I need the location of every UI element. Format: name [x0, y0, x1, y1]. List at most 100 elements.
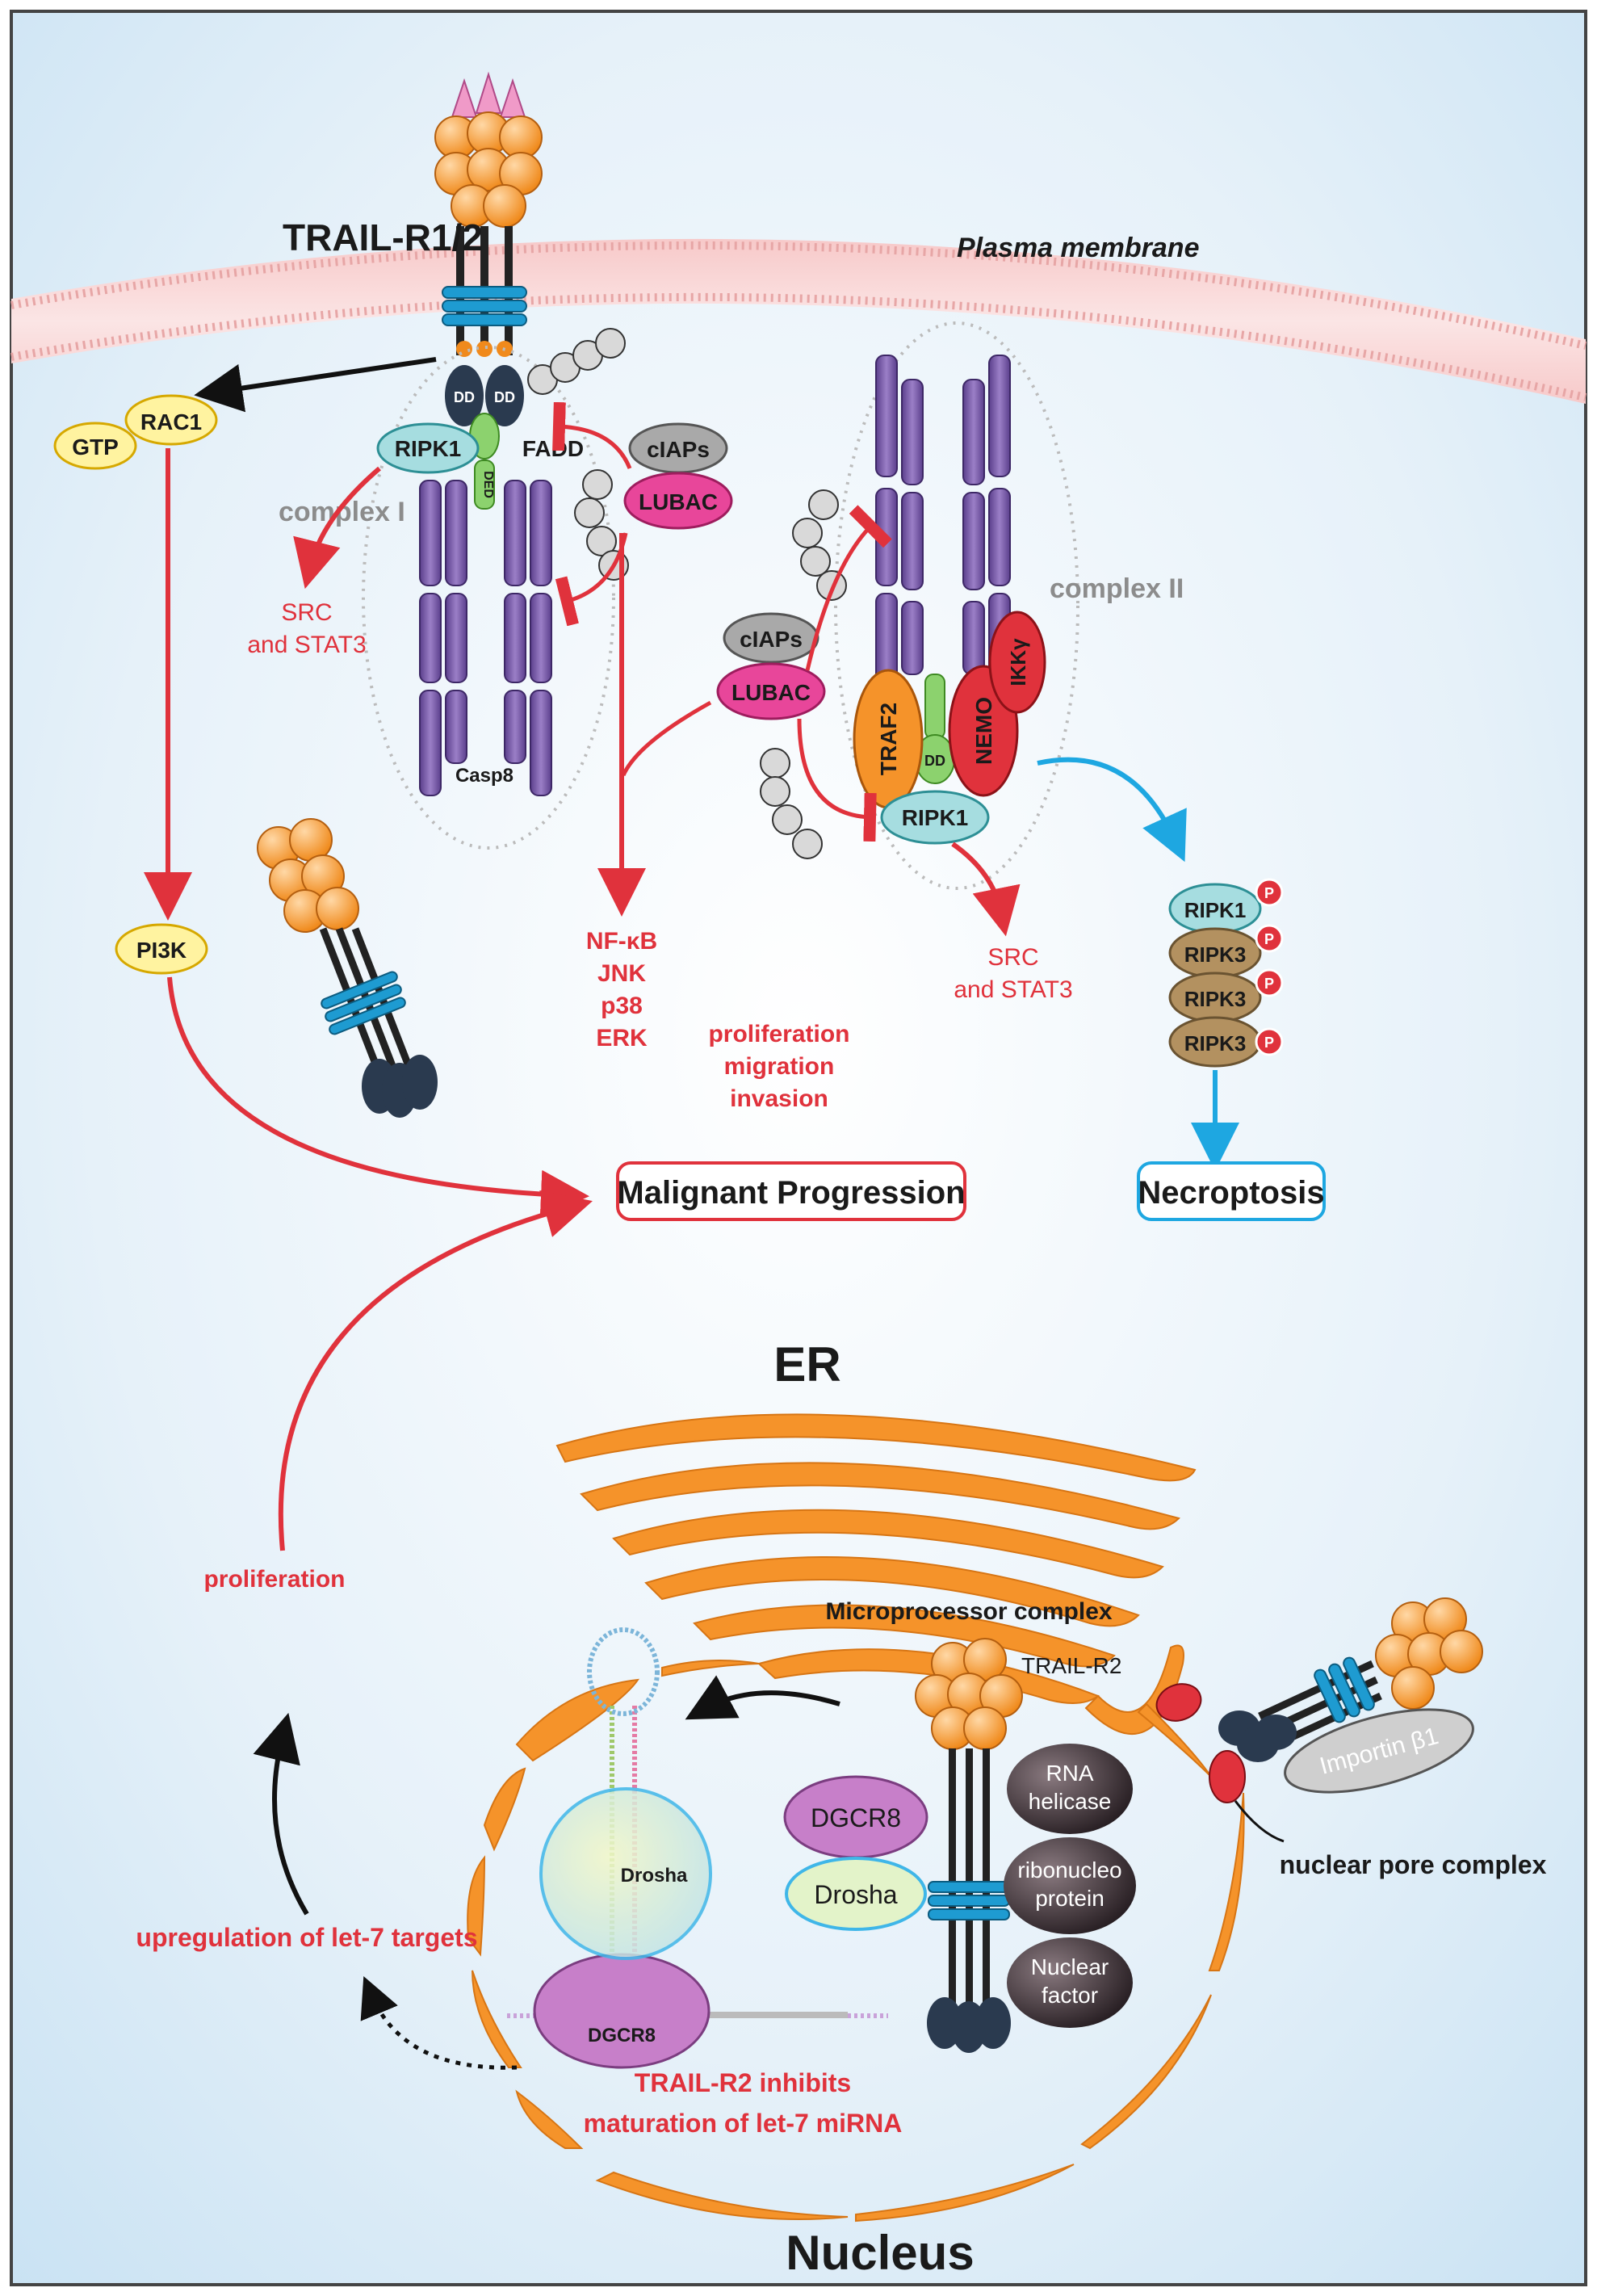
- nfkb-label: NF-κB: [586, 928, 657, 955]
- trail-ligand-top: [434, 71, 543, 228]
- drosha-mp-node: [539, 1787, 712, 1960]
- drosha-label: Drosha: [814, 1880, 897, 1909]
- ikk-node: [988, 611, 1046, 714]
- lubac-complex2: [716, 662, 826, 720]
- er-label: ER: [773, 1337, 840, 1391]
- trail-r2-nuclear: [915, 1638, 1023, 2053]
- p-mark-4: P: [1264, 1035, 1274, 1051]
- src-c2-line1: SRC: [987, 944, 1038, 971]
- trail-r2-label: TRAIL-R2: [1021, 1653, 1121, 1678]
- complex2-label: complex II: [1050, 573, 1184, 604]
- necrosome: [1168, 878, 1284, 1068]
- lubac-inhibits-ripk1-c1: [552, 401, 632, 469]
- complex1-label: complex I: [279, 497, 405, 527]
- traf2-label: TRAF2: [876, 703, 901, 775]
- ripk1-complex2: [880, 790, 990, 845]
- src-c1-line1: SRC: [281, 599, 332, 626]
- trail-r12-label: TRAIL-R1/2: [283, 216, 483, 258]
- ciaps-complex1-label: cIAPs: [647, 437, 710, 462]
- p38-label: p38: [601, 993, 643, 1019]
- necro-ripk1-label: RIPK1: [1184, 898, 1247, 922]
- complex1-boundary: [362, 346, 615, 850]
- erk-label: ERK: [596, 1025, 648, 1051]
- inhibits-line1: TRAIL-R2 inhibits: [635, 2068, 851, 2097]
- ribonucleoprotein-node: [1004, 1837, 1136, 1934]
- malignant-label: Malignant Progression: [617, 1175, 965, 1211]
- necroptosis-box: [1137, 1161, 1326, 1221]
- inhibits-line2: maturation of let-7 miRNA: [584, 2109, 903, 2138]
- p-mark-3: P: [1264, 976, 1274, 992]
- lubac-inhibits-c2-ripk1: [797, 718, 877, 842]
- ribonucleo-label-2: protein: [1035, 1886, 1104, 1911]
- nuclear-pore-pointer: [1234, 1800, 1285, 1843]
- lubac-complex2-label: LUBAC: [731, 680, 811, 705]
- pi3k-node: [115, 923, 208, 975]
- arrow-microprocessor-to-hairpin: [685, 1675, 840, 1720]
- arrow-proliferation-to-malignant: [278, 1190, 593, 1551]
- ub-chain-complex2-top: [792, 489, 847, 601]
- prolif-line1: proliferation: [708, 1021, 849, 1047]
- rac1-label: RAC1: [140, 409, 202, 434]
- endoplasmic-reticulum: [555, 1413, 1197, 1735]
- plasma-membrane: [10, 238, 1587, 404]
- jnk-label: JNK: [597, 960, 646, 987]
- drosha-node: [785, 1857, 927, 1931]
- ripk1-complex1: [376, 422, 480, 474]
- ripk1-complex1-label: RIPK1: [395, 436, 461, 461]
- nucleus-label: Nucleus: [786, 2226, 974, 2280]
- pi3k-label: PI3K: [136, 938, 187, 963]
- arrow-pi3k-to-malignant: [167, 976, 589, 1219]
- svg-text:DD: DD: [924, 753, 945, 769]
- complex2-boundary: [834, 321, 1079, 890]
- nuclear-pore-bottom: [1209, 1750, 1246, 1803]
- microprocessor-label: Microprocessor complex: [825, 1598, 1112, 1625]
- lubac-complex1: [623, 472, 733, 530]
- lubac-c2-to-nfkb-line: [621, 700, 712, 777]
- nuclear-pore-label: nuclear pore complex: [1280, 1850, 1547, 1879]
- nuclear-factor-label-2: factor: [1042, 1983, 1098, 2008]
- arrow-c2-to-src: [951, 842, 1021, 937]
- rac1-node: [124, 394, 218, 446]
- lubac-complex1-label: LUBAC: [639, 489, 718, 514]
- ribonucleo-label-1: ribonucleo: [1017, 1857, 1121, 1883]
- prolif-line3: invasion: [730, 1085, 828, 1112]
- dotted-arrow-to-upregulation: [360, 1975, 518, 2070]
- necro-ripk3-label-3: RIPK3: [1184, 1031, 1247, 1056]
- importin-node: [1284, 1708, 1474, 1794]
- gtp-label: GTP: [72, 434, 119, 460]
- rna-helicase-label-1: RNA: [1046, 1761, 1093, 1786]
- arrow-to-necrosome: [1037, 757, 1187, 863]
- upregulation-label: upregulation of let-7 targets: [136, 1923, 477, 1952]
- casp8-domains: [419, 480, 552, 796]
- dgcr8-mp-node: [533, 1953, 710, 2069]
- malignant-box: [616, 1161, 966, 1221]
- dgcr8-label: DGCR8: [811, 1803, 901, 1832]
- nemo-label: NEMO: [971, 697, 996, 765]
- necro-ripk3-label-1: RIPK3: [1184, 942, 1247, 967]
- src-c2-line2: and STAT3: [954, 976, 1072, 1003]
- plasma-membrane-label: Plasma membrane: [957, 233, 1200, 263]
- p-mark-2: P: [1264, 931, 1274, 947]
- nuclear-envelope: [467, 1660, 1245, 2223]
- fadd-label: FADD: [522, 436, 584, 461]
- svg-text:DED: DED: [481, 471, 495, 498]
- drosha-mp-label: Drosha: [621, 1865, 688, 1887]
- casp8-label: Casp8: [455, 765, 513, 787]
- svg-text:DD: DD: [454, 389, 475, 405]
- gtp-node: [53, 422, 137, 470]
- necro-ripk3-label-2: RIPK3: [1184, 987, 1247, 1011]
- proliferation-label: proliferation: [203, 1566, 345, 1593]
- nuclear-pore-top: [1155, 1683, 1202, 1722]
- prolif-line2: migration: [724, 1053, 835, 1080]
- free-trail-receptor: [257, 818, 438, 1118]
- dgcr8-mp-label: DGCR8: [588, 2025, 656, 2046]
- arrow-to-rac1: [194, 357, 437, 413]
- rna-helicase-label-2: helicase: [1029, 1789, 1112, 1814]
- ub-chain-complex1: [527, 328, 629, 581]
- ripk1-complex2-label: RIPK1: [902, 805, 968, 830]
- src-c1-line2: and STAT3: [247, 632, 366, 658]
- necroptosis-label: Necroptosis: [1138, 1175, 1324, 1211]
- nuclear-factor-label-1: Nuclear: [1031, 1954, 1109, 1979]
